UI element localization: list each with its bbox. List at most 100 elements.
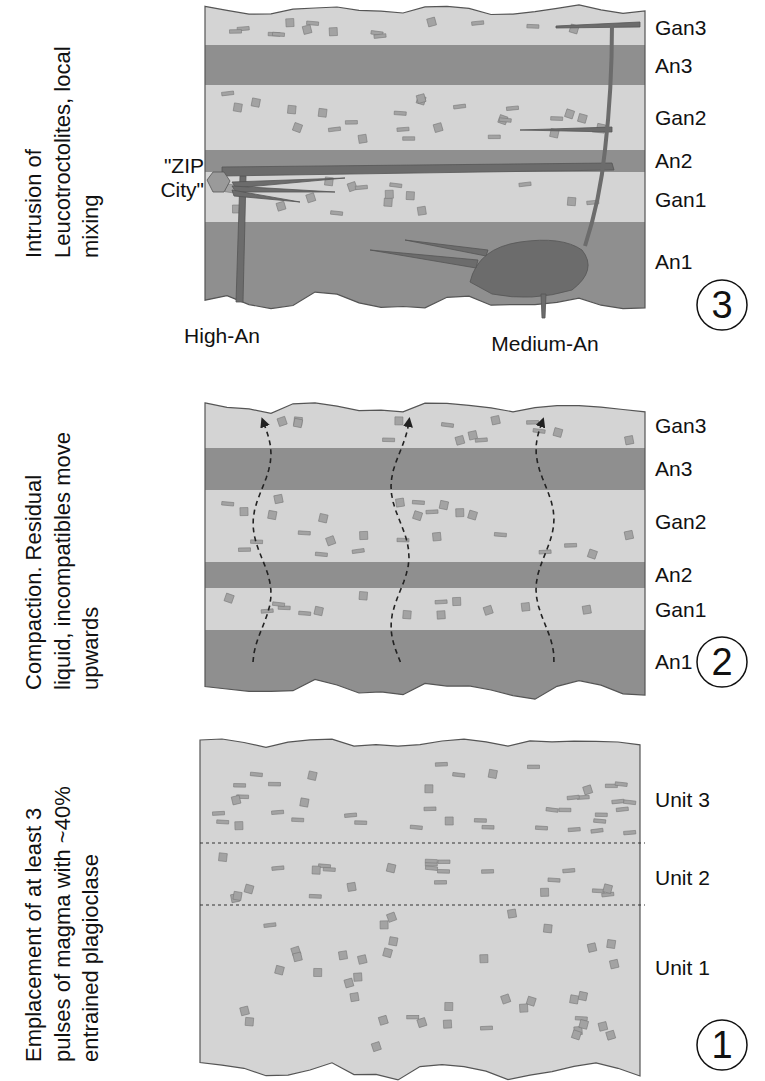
layer-label: Unit 2 [655, 866, 710, 890]
plagioclase-crystal [395, 417, 403, 425]
plagioclase-crystal [625, 436, 634, 445]
plagioclase-crystal [483, 605, 493, 615]
medium-an-dyke [585, 24, 612, 246]
plagioclase-crystal [535, 826, 547, 830]
plagioclase-crystal [499, 118, 511, 123]
plagioclase-crystal [579, 1020, 589, 1030]
plagioclase-crystal [521, 602, 530, 611]
plagioclase-crystal [439, 500, 448, 509]
melt-flow-arrow [391, 422, 409, 662]
plagioclase-crystal [475, 438, 487, 442]
plagioclase-crystal [453, 772, 465, 777]
callout-circle [697, 637, 747, 687]
plagioclase-crystal [582, 605, 591, 614]
plagioclase-crystal [286, 19, 294, 27]
plagioclase-crystal [594, 819, 606, 824]
plagioclase-crystal [565, 543, 577, 547]
plagioclase-crystal [567, 795, 579, 800]
plagioclase-crystal [587, 549, 597, 559]
plagioclase-crystal [306, 21, 318, 25]
plagioclase-crystal [355, 185, 367, 190]
plagioclase-crystal [480, 955, 488, 963]
plagioclase-crystal [455, 435, 465, 445]
plagioclase-crystal [350, 993, 359, 1002]
plagioclase-crystal [501, 994, 511, 1004]
plagioclase-crystal [264, 923, 276, 928]
plagioclase-crystal [571, 1030, 581, 1040]
stage-caption: Compaction. Residual liquid, incompatibl… [20, 420, 106, 690]
plagioclase-crystal [261, 609, 273, 613]
gabbro-band [205, 490, 645, 562]
wedge-sheet [232, 178, 345, 188]
plagioclase-crystal [328, 127, 340, 132]
plagioclase-crystal [238, 548, 250, 552]
plagioclase-crystal [570, 995, 579, 1004]
plagioclase-crystal [598, 1022, 608, 1032]
plagioclase-crystal [347, 882, 356, 891]
plagioclase-crystal [222, 501, 234, 506]
callout-number: 3 [711, 286, 732, 324]
plagioclase-crystal [563, 868, 575, 872]
plagioclase-crystal [434, 881, 446, 885]
plagioclase-crystal [417, 206, 426, 215]
plagioclase-crystal [441, 422, 453, 427]
plagioclase-crystal [240, 1006, 250, 1016]
layer-label: An1 [655, 650, 692, 674]
layer-label: An2 [655, 563, 692, 587]
plagioclase-crystal [395, 498, 404, 507]
plagioclase-crystal [403, 610, 412, 619]
wedge-sheet [405, 240, 488, 256]
plagioclase-crystal [276, 201, 286, 211]
medium-an-blob [470, 240, 588, 297]
plagioclase-crystal [559, 808, 571, 812]
plagioclase-crystal [553, 428, 563, 438]
layer-label: An3 [655, 54, 692, 78]
plagioclase-crystal [456, 509, 464, 517]
plagioclase-crystal [583, 785, 593, 795]
layer-label: Unit 3 [655, 788, 710, 812]
panel-outline [205, 5, 645, 309]
plagioclase-crystal [251, 98, 260, 107]
layer-label: Gan3 [655, 414, 706, 438]
wedge-sheet [370, 250, 478, 268]
plagioclase-crystal [624, 830, 636, 835]
plagioclase-crystal [272, 866, 284, 871]
plagioclase-crystal [624, 800, 636, 805]
stage-caption: Intrusion of Leucotroctolites, local mix… [20, 43, 106, 258]
plagioclase-crystal [494, 532, 506, 536]
anorthosite-band [205, 45, 645, 85]
plagioclase-crystal [445, 817, 453, 825]
plagioclase-crystal [394, 111, 406, 115]
plagioclase-crystal [344, 978, 354, 988]
plagioclase-crystal [491, 415, 501, 425]
plagioclase-crystal [548, 878, 560, 882]
plagioclase-crystal [275, 965, 285, 975]
callout-circle [697, 1020, 747, 1070]
plagioclase-crystal [427, 17, 437, 27]
plagioclase-crystal [222, 91, 234, 96]
plagioclase-crystal [250, 772, 262, 777]
plagioclase-crystal [318, 108, 327, 117]
branch-sheet [556, 22, 640, 28]
feeder [541, 294, 546, 318]
plagioclase-crystal [274, 494, 283, 503]
plagioclase-crystal [359, 591, 368, 600]
plagioclase-crystal [315, 552, 327, 557]
plagioclase-crystal [417, 1018, 427, 1028]
callout-number: 1 [711, 1026, 732, 1064]
plagioclase-crystal [329, 28, 337, 36]
plagioclase-crystal [345, 121, 357, 125]
plagioclase-crystal [432, 532, 441, 541]
plagioclase-crystal [354, 973, 362, 981]
plagioclase-crystal [506, 106, 518, 111]
plagioclase-crystal [606, 1030, 616, 1040]
plagioclase-crystal [482, 825, 494, 829]
plagioclase-crystal [425, 859, 437, 863]
plagioclase-crystal [300, 798, 309, 807]
plagioclase-crystal [443, 1020, 451, 1028]
plagioclase-crystal [474, 819, 486, 823]
layer-label: Gan3 [655, 16, 706, 40]
plagioclase-crystal [319, 513, 329, 523]
